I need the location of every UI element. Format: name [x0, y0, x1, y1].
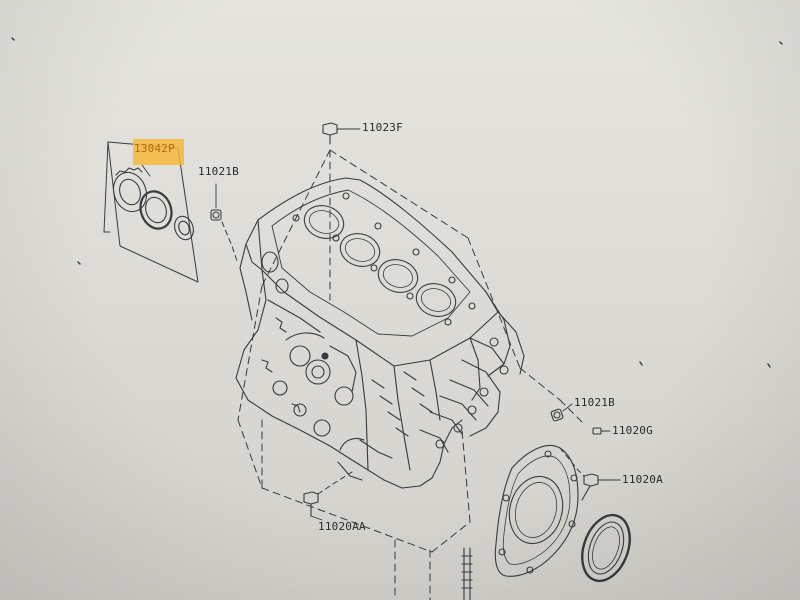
plug-11023f[interactable]: [322, 122, 338, 145]
engine-block[interactable]: [235, 177, 525, 489]
part-number-11021b-top[interactable]: 11021B: [198, 165, 239, 178]
rear-oil-seal[interactable]: [574, 509, 639, 588]
part-number-highlight: [133, 139, 184, 165]
seal-retainer-plate[interactable]: [494, 444, 579, 577]
bolt-11020aa[interactable]: [303, 491, 319, 517]
part-number-11020g[interactable]: 11020G: [612, 424, 653, 437]
part-number-13042p[interactable]: 13042P: [134, 142, 175, 155]
dowel-11020g[interactable]: [592, 427, 602, 435]
block-reference-frame: [237, 149, 585, 600]
nut-11021b-right[interactable]: [550, 408, 564, 422]
stud-bolt[interactable]: [461, 547, 473, 600]
part-number-11020aa[interactable]: 11020AA: [318, 520, 366, 533]
bolt-11020a[interactable]: [581, 473, 599, 501]
part-number-11021b-right[interactable]: 11021B: [574, 396, 615, 409]
sprocket-part[interactable]: [108, 167, 152, 217]
seal-ring-part[interactable]: [135, 187, 176, 233]
nut-11021b-top[interactable]: [210, 209, 222, 221]
part-number-11023f[interactable]: 11023F: [362, 121, 403, 134]
part-number-11020a[interactable]: 11020A: [622, 473, 663, 486]
bushing-part[interactable]: [171, 214, 196, 243]
